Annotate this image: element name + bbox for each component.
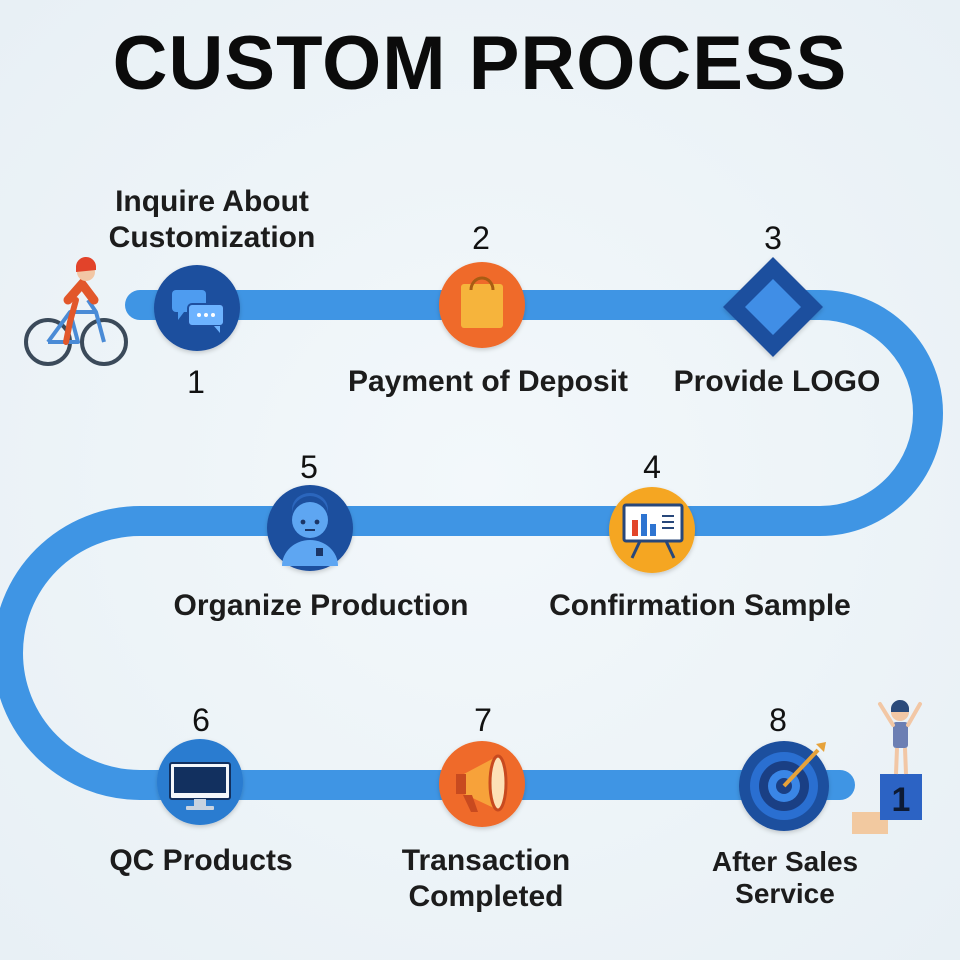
step-5-label: Organize Production xyxy=(173,589,469,622)
step-3-number: 3 xyxy=(764,220,782,256)
megaphone-icon xyxy=(456,754,508,812)
step-7-label-line-1: Transaction xyxy=(401,844,571,877)
podium-place-number: 1 xyxy=(891,781,911,819)
podium-winner-icon xyxy=(852,699,922,834)
step-1-label: Inquire About Customization xyxy=(72,184,352,256)
chat-icon xyxy=(172,290,225,333)
step-7-label-line-2: Completed xyxy=(408,880,564,913)
step-3-label: Provide LOGO xyxy=(673,365,881,398)
step-2-number: 2 xyxy=(472,220,490,256)
step-8-label-line-2: Service xyxy=(735,878,835,910)
step-6-label: QC Products xyxy=(109,844,293,877)
step-8-number: 8 xyxy=(769,702,787,738)
step-4-number: 4 xyxy=(643,449,661,485)
step-7-number: 7 xyxy=(474,702,492,738)
step-5-number: 5 xyxy=(300,449,318,485)
page-title: CUSTOM PROCESS xyxy=(112,21,848,106)
target-icon xyxy=(750,742,826,820)
diamond-icon xyxy=(723,257,823,357)
step-1-number: 1 xyxy=(187,364,205,400)
worker-icon xyxy=(282,493,338,566)
shopping-bag-icon xyxy=(461,276,503,328)
presentation-board-icon xyxy=(622,503,684,559)
step-6-number: 6 xyxy=(192,702,210,738)
step-2-label: Payment of Deposit xyxy=(347,365,629,398)
step-1-label-line-1: Inquire About xyxy=(115,185,309,218)
step-8-label: After Sales Service xyxy=(690,846,880,910)
step-1-label-line-2: Customization xyxy=(108,221,316,254)
cyclist-icon xyxy=(24,256,128,366)
step-7-label: Transaction Completed xyxy=(366,843,606,915)
monitor-icon xyxy=(169,762,231,810)
process-road xyxy=(0,290,943,800)
step-8-label-line-1: After Sales xyxy=(711,846,859,877)
step-4-label: Confirmation Sample xyxy=(549,589,851,622)
